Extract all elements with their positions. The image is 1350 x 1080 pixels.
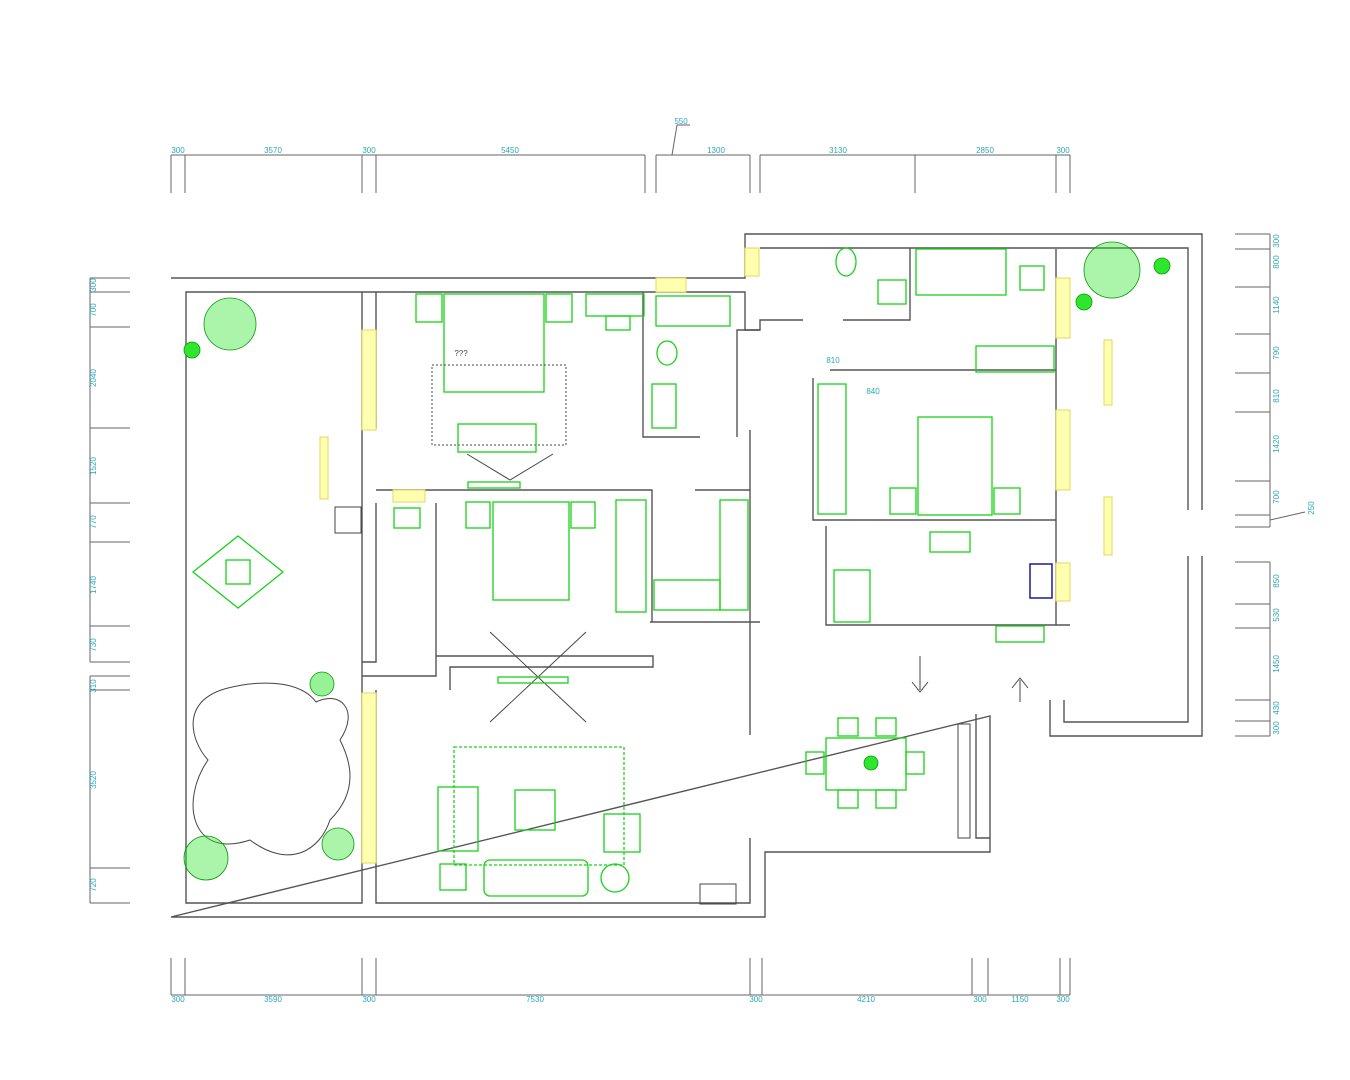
dimension-label-top: 5450 bbox=[501, 146, 519, 155]
annotation-label: 840 bbox=[866, 387, 880, 396]
dimension-label-bottom: 300 bbox=[362, 995, 376, 1004]
dimension-label-right: 700 bbox=[1272, 490, 1281, 504]
dimension-label-right: 1420 bbox=[1272, 435, 1281, 453]
dimension-label-left: 770 bbox=[89, 515, 98, 529]
dimension-label-left: 300 bbox=[89, 278, 98, 292]
cabinet bbox=[719, 499, 749, 611]
dimension-lines bbox=[89, 124, 1306, 996]
dimension-label-right: 300 bbox=[1272, 234, 1281, 248]
dimension-labels: 300 3570 300 5450 550 1300 3130 2850 300 300 3590 3… bbox=[89, 117, 1316, 1004]
dimension-label-left: 700 bbox=[89, 303, 98, 317]
dimension-label-left: 1520 bbox=[89, 457, 98, 475]
sink bbox=[393, 507, 421, 529]
dimension-label-right: 800 bbox=[1272, 255, 1281, 269]
dimension-label-bottom: 300 bbox=[973, 995, 987, 1004]
master-bed bbox=[415, 293, 573, 489]
dimension-label-right: 1450 bbox=[1272, 655, 1281, 673]
dimension-label-right: 810 bbox=[1272, 389, 1281, 403]
chair bbox=[1019, 265, 1045, 291]
washer bbox=[334, 506, 362, 534]
dimension-label-top: 300 bbox=[362, 146, 376, 155]
dimension-label-top: 300 bbox=[1056, 146, 1070, 155]
dimension-label-top: 3130 bbox=[829, 146, 847, 155]
dimension-label-bottom: 7530 bbox=[526, 995, 544, 1004]
dimension-label-bottom: 300 bbox=[171, 995, 185, 1004]
walls bbox=[170, 233, 1203, 918]
outdoor-table bbox=[191, 535, 285, 609]
windows bbox=[319, 247, 1113, 864]
bathtub bbox=[655, 295, 731, 327]
toilet bbox=[835, 247, 857, 277]
dimension-label-left: 1740 bbox=[89, 576, 98, 594]
dimension-label-left: 730 bbox=[89, 638, 98, 652]
dimension-label-bottom: 4210 bbox=[857, 995, 875, 1004]
dimension-label-bottom: 300 bbox=[749, 995, 763, 1004]
dimension-label-top: 2850 bbox=[976, 146, 994, 155]
kitchen-sink bbox=[929, 531, 971, 553]
dimension-label-bottom: 300 bbox=[1056, 995, 1070, 1004]
stove bbox=[1029, 563, 1053, 599]
dimension-label-left: 3520 bbox=[89, 771, 98, 789]
entry-arrows bbox=[911, 656, 1029, 702]
dimension-label-top: 550 bbox=[674, 117, 688, 126]
fridge bbox=[833, 569, 871, 623]
dimension-label-top: 300 bbox=[171, 146, 185, 155]
bedroom-3 bbox=[817, 345, 1055, 516]
dimension-label-right: 790 bbox=[1272, 346, 1281, 360]
washbasin bbox=[651, 383, 677, 429]
dimension-label-right: 300 bbox=[1272, 721, 1281, 735]
dimension-label-top: 1300 bbox=[707, 146, 725, 155]
dimension-label-left: 2040 bbox=[89, 369, 98, 387]
cabinet bbox=[653, 579, 721, 611]
dining-set bbox=[805, 717, 925, 809]
washbasin bbox=[877, 279, 907, 305]
chair bbox=[605, 315, 631, 331]
living-room-set bbox=[437, 746, 641, 897]
dimension-label-bottom: 1150 bbox=[1011, 995, 1029, 1004]
furniture bbox=[191, 247, 1055, 905]
pool bbox=[192, 682, 351, 856]
second-bed bbox=[465, 501, 596, 601]
dimension-label-right: 850 bbox=[1272, 574, 1281, 588]
dimension-label-right: 430 bbox=[1272, 701, 1281, 715]
dimension-label-left: 720 bbox=[89, 878, 98, 892]
annotation-label: 810 bbox=[826, 356, 840, 365]
dimension-label-top: 3570 bbox=[264, 146, 282, 155]
dimension-label-left: 310 bbox=[89, 679, 98, 693]
dimension-label-right: 250 bbox=[1307, 501, 1316, 515]
dimension-label-bottom: 3590 bbox=[264, 995, 282, 1004]
dimension-label-right: 530 bbox=[1272, 608, 1281, 622]
dimension-label-right: 1140 bbox=[1272, 296, 1281, 314]
toilet bbox=[656, 340, 678, 366]
desk bbox=[585, 293, 645, 317]
plants bbox=[183, 241, 1171, 881]
bed-small bbox=[915, 248, 1007, 296]
annotation-label: ??? bbox=[454, 349, 468, 358]
wardrobe bbox=[615, 499, 647, 613]
